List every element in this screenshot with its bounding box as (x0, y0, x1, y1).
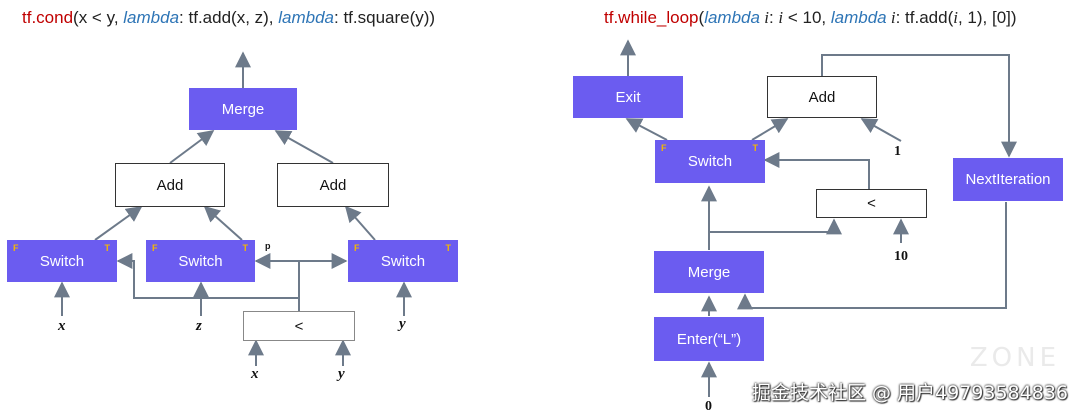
cond-switch-node-1: F T Switch (7, 240, 117, 282)
cond-lambda-1: lambda (123, 8, 180, 27)
while-switch-node: F T Switch (655, 140, 765, 183)
while-title-var: i (953, 8, 958, 27)
cond-merge-node: Merge (189, 88, 297, 130)
watermark-logo: ZONE (969, 343, 1060, 373)
cond-lambda-2: lambda (278, 8, 335, 27)
while-title-var: i (759, 8, 769, 27)
edge-add1-merge (169, 130, 215, 164)
while-lambda-2: lambda (830, 8, 887, 27)
edge-less-switch (763, 152, 870, 189)
var-x-input: x (58, 318, 66, 334)
switch-label: Switch (39, 252, 85, 270)
edge-switch-exit (625, 118, 668, 141)
while-lambda-1: lambda (704, 8, 760, 27)
edge-nextiteration-merge (737, 202, 1007, 310)
var-x-less-input: x (251, 366, 259, 382)
cond-title: tf.cond(x < y, lambda: tf.add(x, z), lam… (22, 8, 435, 28)
while-add-node: Add (767, 76, 877, 118)
false-flag: F (152, 243, 158, 253)
edge-add-nextiteration (821, 54, 1017, 158)
edge-switch2-add1 (203, 205, 243, 241)
const-ten: 10 (894, 249, 908, 264)
predicate-label: p (265, 241, 271, 251)
while-nextiteration-node: NextIteration (953, 158, 1063, 201)
while-title-part: < 10, (783, 8, 831, 27)
cond-add-node-1: Add (115, 163, 225, 207)
while-loop-title: tf.while_loop(lambda i: i < 10, lambda i… (604, 8, 1017, 28)
true-flag: T (752, 143, 759, 153)
true-flag: T (242, 243, 249, 253)
while-title-part: : (768, 8, 779, 27)
while-enter-node: Enter(“L”) (654, 317, 764, 361)
while-title-part: , 1), [0]) (957, 8, 1017, 27)
while-less-node: < (816, 189, 927, 218)
const-zero: 0 (705, 399, 712, 414)
var-z-input: z (196, 318, 202, 334)
cond-switch-node-2: F T Switch (146, 240, 255, 282)
cond-title-part: (x < y, (73, 8, 124, 27)
cond-fn-name: tf.cond (22, 8, 74, 27)
watermark-text: 掘金技术社区 @ 用户49793584836 (751, 382, 1068, 404)
edge-merge-less (709, 218, 842, 235)
while-title-part: : tf.add( (895, 8, 954, 27)
true-flag: T (104, 243, 111, 253)
cond-title-part: : tf.square(y)) (334, 8, 436, 27)
while-title-var: i (778, 8, 784, 27)
cond-less-node: < (243, 311, 355, 341)
const-one: 1 (894, 144, 901, 159)
while-title-part: ( (698, 8, 705, 27)
while-exit-node: Exit (573, 76, 683, 118)
cond-add-node-2: Add (277, 163, 389, 207)
switch-label: Switch (380, 252, 426, 270)
while-merge-node: Merge (654, 251, 764, 293)
var-y-less-input: y (338, 366, 345, 382)
edge-one-add (860, 118, 902, 142)
while-fn-name: tf.while_loop (604, 8, 699, 27)
false-flag: F (13, 243, 19, 253)
switch-label: Switch (687, 153, 733, 170)
false-flag: F (354, 243, 360, 253)
false-flag: F (661, 143, 667, 153)
edge-switch-add (751, 118, 789, 141)
var-y-input: y (399, 316, 406, 332)
true-flag: T (445, 243, 452, 253)
cond-title-part: : tf.add(x, z), (179, 8, 279, 27)
edge-switch1-add1 (94, 206, 143, 241)
switch-label: Switch (178, 252, 223, 270)
edge-switch3-add2 (344, 205, 376, 241)
while-title-var: i (886, 8, 896, 27)
cond-switch-node-3: F T Switch (348, 240, 458, 282)
edge-add2-merge (274, 130, 334, 164)
edge-p-switch1 (116, 253, 299, 299)
